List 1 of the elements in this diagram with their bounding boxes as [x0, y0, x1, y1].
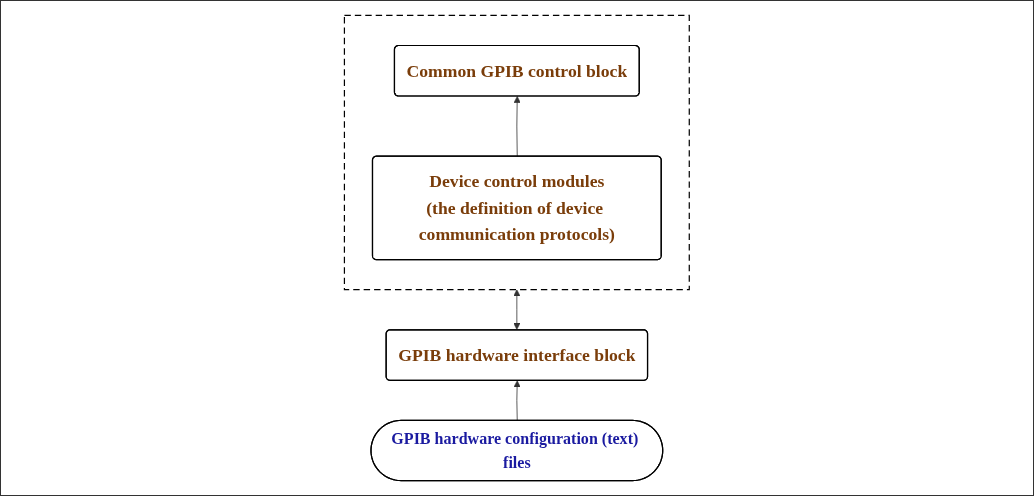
cluster — [343, 14, 691, 291]
